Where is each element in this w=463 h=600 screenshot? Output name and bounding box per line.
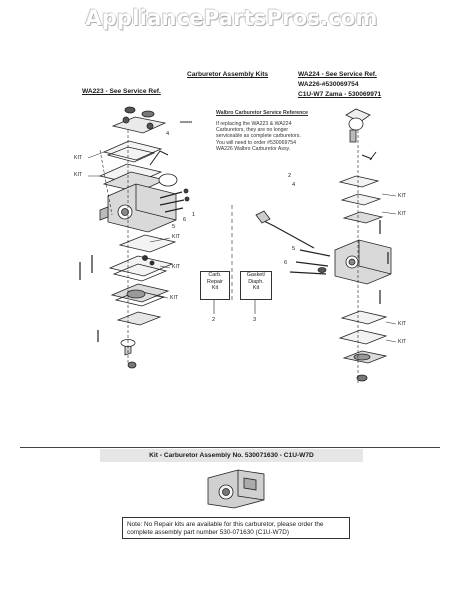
kits-title: Carburetor Assembly Kits <box>187 71 269 78</box>
bottom-note-line: complete assembly part number 530-071630… <box>127 529 289 536</box>
wa226-ref: WA226-#530069754 <box>298 81 359 88</box>
callout-number: 6 <box>284 260 288 266</box>
bottom-note-line: Note: No Repair kits are available for t… <box>127 521 324 528</box>
legend-line: Repair <box>207 278 223 285</box>
callout-number: 2 <box>288 173 292 179</box>
kit-label: KIT <box>398 193 407 199</box>
kit-label: KIT <box>398 321 407 327</box>
legend-line: Carb. <box>208 272 222 278</box>
service-ref-line: WA226 Walbro Carburetor Assy. <box>216 145 291 152</box>
callout-number: 5 <box>172 224 176 230</box>
callout-number: 5 <box>292 246 296 252</box>
callout-number: 1 <box>192 212 196 218</box>
legend-line: Kit <box>211 285 219 292</box>
left-carburetor-assembly <box>79 106 190 369</box>
section-divider <box>20 447 440 448</box>
kit-label: KIT <box>398 339 407 345</box>
c1u-ref: C1U-W7 Zama - 530069971 <box>298 91 382 98</box>
service-ref-text: If replacing the WA223 & WA224 Carbureto… <box>216 121 301 152</box>
legend-number: 3 <box>253 317 257 323</box>
callout-number: 4 <box>292 182 296 188</box>
legend-line: Kit <box>252 285 260 292</box>
legend-line: Diaph. <box>248 278 264 285</box>
kit-label: KIT <box>172 234 181 240</box>
kit-label: KIT <box>172 264 181 270</box>
service-ref-line: If replacing the WA223 & WA224 <box>216 121 292 127</box>
legend-gasket-diaph-kit: Gasket/ Diaph. Kit <box>240 271 272 300</box>
wa223-ref: WA223 - See Service Ref. <box>82 88 161 95</box>
watermark: AppliancePartsPros.com <box>85 6 378 30</box>
service-ref-line: You will need to order #530069754 <box>216 139 296 146</box>
callout-number: 4 <box>166 131 170 137</box>
kit-label: KIT <box>74 172 83 178</box>
service-ref-line: serviceable as complete carburetors. <box>216 133 301 140</box>
legend-line: Gasket/ <box>246 272 266 278</box>
bottom-note: Note: No Repair kits are available for t… <box>122 517 350 539</box>
legend-carb-repair-kit: Carb. Repair Kit <box>200 271 230 300</box>
callout-number: 6 <box>183 217 187 223</box>
kit-label: KIT <box>170 295 179 301</box>
kit-label: KIT <box>74 155 83 161</box>
service-ref-stars: ****** <box>180 121 193 127</box>
service-ref-line: Carburetors, they are no longer <box>216 127 289 134</box>
right-carburetor-assembly <box>255 108 397 385</box>
kit-banner: Kit - Carburetor Assembly No. 530071630 … <box>100 449 363 462</box>
wa224-ref: WA224 - See Service Ref. <box>298 71 377 78</box>
kit-label: KIT <box>398 211 407 217</box>
legend-number: 2 <box>212 317 216 323</box>
c1u-w7d-carburetor-image <box>207 469 265 509</box>
service-ref-title: Walbro Carburetor Service Reference <box>216 110 309 116</box>
